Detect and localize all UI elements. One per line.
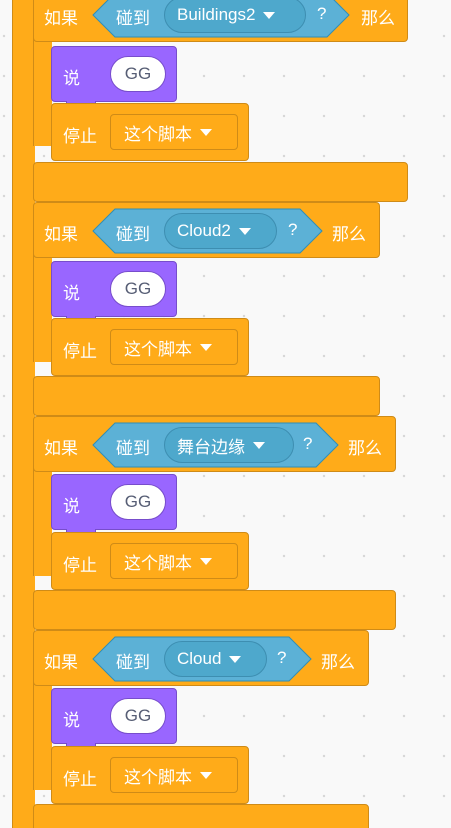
touching-condition[interactable]: 碰到 舞台边缘 ? <box>92 422 339 468</box>
stop-option-value: 这个脚本 <box>124 767 192 787</box>
chevron-down-icon <box>263 11 276 19</box>
say-block[interactable]: 说 GG <box>51 46 177 109</box>
say-block[interactable]: 说 GG <box>51 261 177 324</box>
if-footer[interactable] <box>33 376 380 416</box>
stop-label: 停止 <box>63 556 97 575</box>
if-label: 如果 <box>44 439 78 458</box>
touching-label: 碰到 <box>116 439 150 458</box>
stop-block[interactable]: 停止 这个脚本 <box>51 746 249 804</box>
stop-label: 停止 <box>63 342 97 361</box>
touching-condition[interactable]: 碰到 Buildings2 ? <box>92 0 350 38</box>
say-text-input[interactable]: GG <box>110 698 166 734</box>
stop-option-dropdown[interactable]: 这个脚本 <box>110 329 238 365</box>
say-text-input[interactable]: GG <box>110 484 166 520</box>
touching-target-value: Buildings2 <box>177 5 256 24</box>
chevron-down-icon <box>200 128 212 136</box>
say-label: 说 <box>63 711 80 730</box>
chevron-down-icon <box>200 557 212 565</box>
if-header[interactable]: 如果 碰到 Cloud2 ? 那么 <box>33 202 380 258</box>
stop-label: 停止 <box>63 127 97 146</box>
chevron-down-icon <box>253 441 265 449</box>
question-mark: ? <box>288 220 298 239</box>
say-label: 说 <box>63 69 80 88</box>
stop-option-dropdown[interactable]: 这个脚本 <box>110 114 238 150</box>
touching-target-value: Cloud <box>177 649 222 668</box>
say-text-input[interactable]: GG <box>110 56 166 92</box>
if-header[interactable]: 如果 碰到 舞台边缘 ? 那么 <box>33 416 396 472</box>
chevron-down-icon <box>238 227 251 235</box>
outer-loop-spine[interactable] <box>12 0 35 828</box>
touching-target-dropdown[interactable]: Cloud2 <box>164 213 277 249</box>
then-label: 那么 <box>332 225 366 244</box>
touching-target-dropdown[interactable]: 舞台边缘 <box>164 427 294 463</box>
if-spine <box>33 36 52 146</box>
stop-label: 停止 <box>63 770 97 789</box>
stop-block[interactable]: 停止 这个脚本 <box>51 103 249 161</box>
stop-option-dropdown[interactable]: 这个脚本 <box>110 757 238 793</box>
touching-condition[interactable]: 碰到 Cloud2 ? <box>92 208 323 254</box>
stop-option-value: 这个脚本 <box>124 553 192 573</box>
touching-target-value: Cloud2 <box>177 221 231 240</box>
touching-target-value: 舞台边缘 <box>177 437 245 457</box>
say-text-input[interactable]: GG <box>110 271 166 307</box>
stop-option-value: 这个脚本 <box>124 339 192 359</box>
say-label: 说 <box>63 284 80 303</box>
chevron-down-icon <box>200 343 212 351</box>
stop-block[interactable]: 停止 这个脚本 <box>51 318 249 376</box>
question-mark: ? <box>317 4 327 23</box>
say-block[interactable]: 说 GG <box>51 474 177 537</box>
if-spine <box>33 466 52 576</box>
say-block[interactable]: 说 GG <box>51 688 177 751</box>
chevron-down-icon <box>229 655 242 663</box>
stop-option-dropdown[interactable]: 这个脚本 <box>110 543 238 579</box>
if-footer[interactable] <box>33 162 408 202</box>
if-label: 如果 <box>44 653 78 672</box>
touching-target-dropdown[interactable]: Cloud <box>164 641 267 677</box>
if-footer[interactable] <box>33 590 396 630</box>
if-header[interactable]: 如果 碰到 Buildings2 ? 那么 <box>33 0 408 42</box>
if-label: 如果 <box>44 225 78 244</box>
then-label: 那么 <box>361 9 395 28</box>
touching-label: 碰到 <box>116 225 150 244</box>
then-label: 那么 <box>321 653 355 672</box>
question-mark: ? <box>277 648 287 667</box>
if-footer[interactable] <box>33 804 369 828</box>
question-mark: ? <box>303 434 313 453</box>
then-label: 那么 <box>348 439 382 458</box>
if-spine <box>33 252 52 362</box>
say-label: 说 <box>63 497 80 516</box>
chevron-down-icon <box>200 771 212 779</box>
if-spine <box>33 680 52 790</box>
if-header[interactable]: 如果 碰到 Cloud ? 那么 <box>33 630 369 686</box>
touching-label: 碰到 <box>116 9 150 28</box>
stop-option-value: 这个脚本 <box>124 124 192 144</box>
touching-target-dropdown[interactable]: Buildings2 <box>164 0 306 33</box>
stop-block[interactable]: 停止 这个脚本 <box>51 532 249 590</box>
touching-label: 碰到 <box>116 653 150 672</box>
if-label: 如果 <box>44 9 78 28</box>
touching-condition[interactable]: 碰到 Cloud ? <box>92 636 312 682</box>
